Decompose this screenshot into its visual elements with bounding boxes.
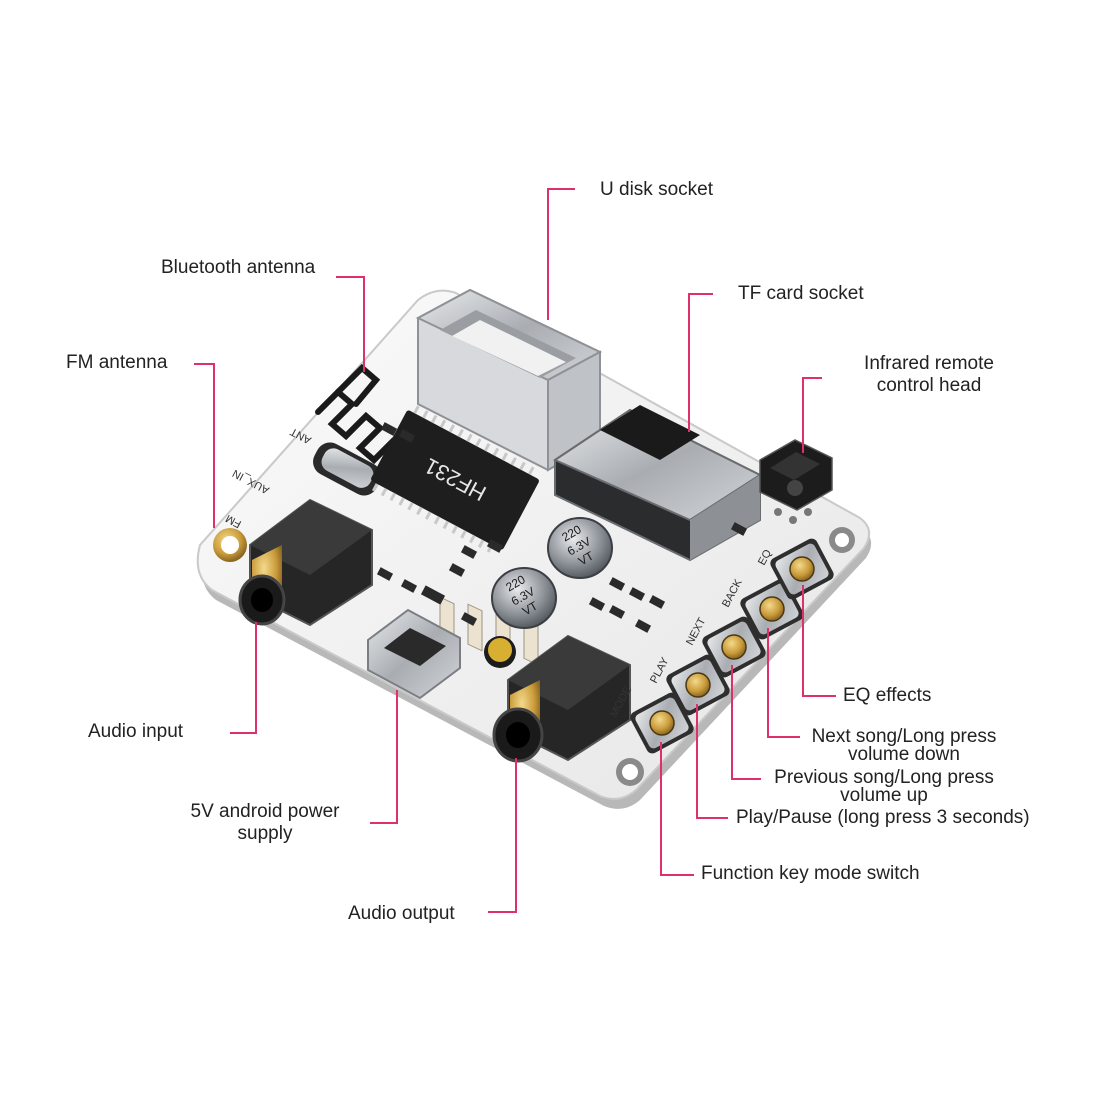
audio-output-jack <box>492 634 631 763</box>
label-function-key: Function key mode switch <box>701 863 920 884</box>
leader-play <box>696 704 728 819</box>
leader-power <box>370 690 398 824</box>
tf-card-socket <box>552 405 763 562</box>
leader-infrared <box>802 377 822 453</box>
mounting-hole-tr <box>829 527 855 553</box>
button-back[interactable] <box>738 576 806 641</box>
capacitor-2-type: VT <box>576 548 597 568</box>
leader-audio-output <box>488 758 517 913</box>
mounting-hole-br <box>616 758 644 786</box>
label-u-disk-socket: U disk socket <box>600 179 713 200</box>
label-audio-output: Audio output <box>348 903 455 924</box>
button-eq[interactable] <box>768 536 836 601</box>
label-infrared-remote: Infrared remote control head <box>864 353 994 396</box>
main-chip: HF231 <box>371 405 539 553</box>
button-next[interactable] <box>700 614 768 679</box>
leader-function <box>660 742 694 876</box>
capacitor-1: 220 6.3V VT <box>491 567 557 629</box>
capacitor-1-type: VT <box>520 598 541 618</box>
label-bluetooth-antenna: Bluetooth antenna <box>161 257 316 278</box>
label-play-pause: Play/Pause (long press 3 seconds) <box>736 807 1030 828</box>
leader-previous <box>731 665 761 780</box>
label-next-song: Next song/Long press volume down <box>811 726 997 765</box>
ir-receiver <box>759 439 833 524</box>
audio-input-jack <box>238 498 373 627</box>
microphone <box>484 636 516 668</box>
label-previous-song: Previous song/Long press volume up <box>774 767 994 806</box>
leader-next <box>767 628 800 738</box>
label-audio-input: Audio input <box>88 721 184 742</box>
capacitor-2: 220 6.3V VT <box>547 517 613 579</box>
micro-usb-port <box>367 608 461 700</box>
leader-eq <box>802 585 836 697</box>
crystal-oscillator <box>313 442 381 496</box>
label-tf-card-socket: TF card socket <box>738 283 864 304</box>
button-play[interactable] <box>664 652 732 717</box>
leader-u-disk <box>547 188 575 320</box>
leader-audio-input <box>230 622 257 734</box>
leader-tf-card <box>688 293 713 432</box>
leader-fm <box>194 363 215 528</box>
bluetooth-antenna-trace <box>315 363 397 465</box>
label-eq-effects: EQ effects <box>843 685 932 706</box>
label-power-supply: 5V android power supply <box>190 801 340 844</box>
leader-lines <box>194 188 836 913</box>
mounting-hole-bl <box>213 528 247 562</box>
button-mode[interactable] <box>628 690 696 755</box>
smd-components <box>376 422 748 633</box>
label-fm-antenna: FM antenna <box>66 352 168 373</box>
leader-bluetooth <box>336 276 365 372</box>
